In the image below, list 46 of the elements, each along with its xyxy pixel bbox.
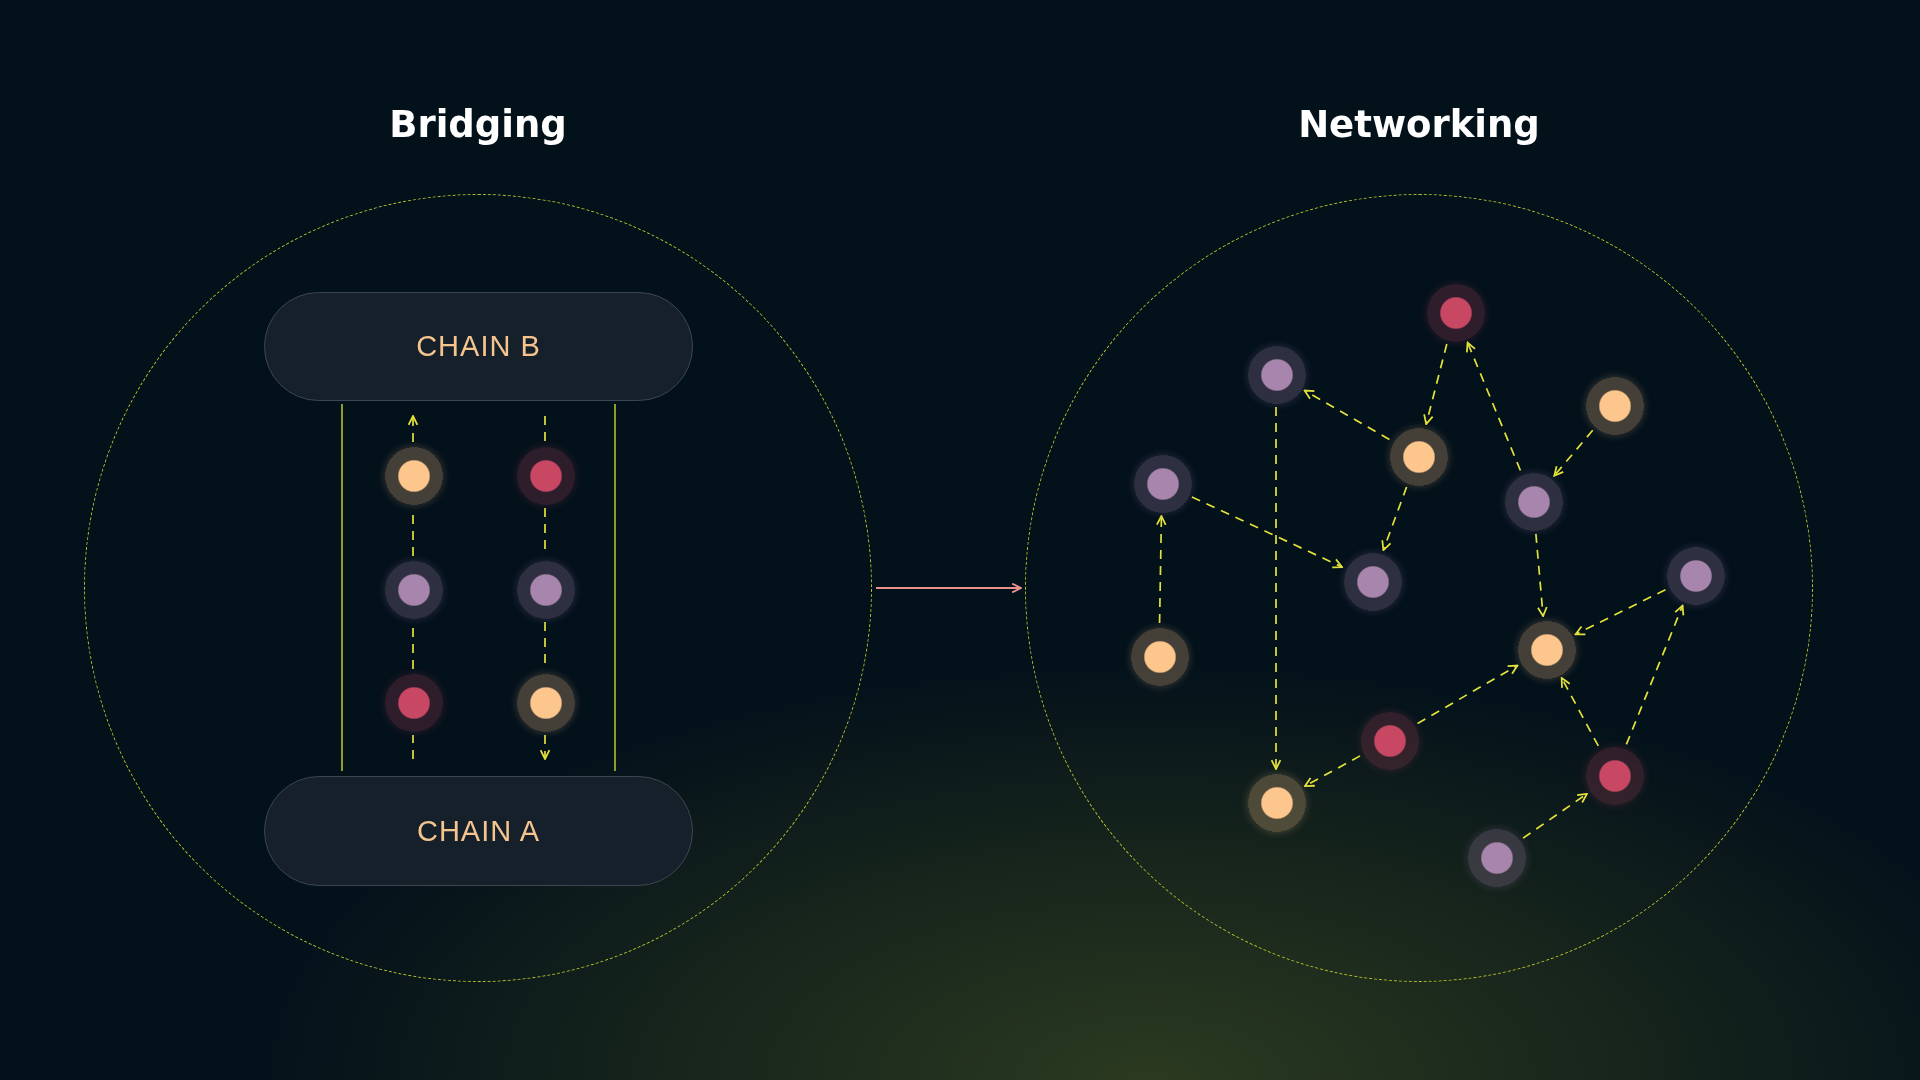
- node-dot: [1344, 553, 1402, 611]
- node-dot: [517, 674, 575, 732]
- node-dot: [1248, 774, 1306, 832]
- arrow: [1416, 664, 1519, 725]
- chain-label: CHAIN B: [416, 330, 541, 363]
- connector-line: [341, 403, 343, 772]
- arrow: [539, 734, 551, 760]
- arrow: [1270, 406, 1282, 770]
- arrow: [1535, 533, 1548, 617]
- connector-line: [544, 415, 546, 443]
- arrow: [1304, 755, 1361, 787]
- node-dot: [517, 447, 575, 505]
- arrow: [1156, 515, 1167, 624]
- arrow: [1625, 604, 1685, 746]
- node-dot: [1468, 829, 1526, 887]
- arrow: [1522, 792, 1588, 839]
- arrow: [1553, 429, 1594, 477]
- arrow: [1560, 677, 1600, 747]
- node-dot: [1390, 428, 1448, 486]
- node-dot: [1361, 712, 1419, 770]
- arrow: [875, 582, 1022, 594]
- connector-line: [614, 403, 616, 772]
- arrow: [407, 415, 419, 443]
- node-dot: [385, 447, 443, 505]
- node-dot: [385, 674, 443, 732]
- arrow: [1191, 496, 1343, 569]
- chain-label: CHAIN A: [417, 814, 540, 848]
- arrow: [1381, 486, 1408, 551]
- node-dot: [1131, 628, 1189, 686]
- node-dot: [517, 561, 575, 619]
- node-dot: [1667, 547, 1725, 605]
- connector-line: [412, 734, 414, 760]
- section-title: Networking: [1297, 103, 1541, 146]
- node-dot: [1505, 473, 1563, 531]
- node-dot: [1586, 747, 1644, 805]
- arrow: [1466, 341, 1522, 472]
- node-dot: [1518, 621, 1576, 679]
- section-title: Bridging: [388, 103, 568, 146]
- arrow: [1574, 588, 1667, 636]
- node-dot: [1134, 455, 1192, 513]
- arrow: [1303, 389, 1391, 441]
- node-dot: [1427, 284, 1485, 342]
- node-dot: [1586, 377, 1644, 435]
- arrow: [1423, 343, 1448, 425]
- node-dot: [1248, 346, 1306, 404]
- node-dot: [385, 561, 443, 619]
